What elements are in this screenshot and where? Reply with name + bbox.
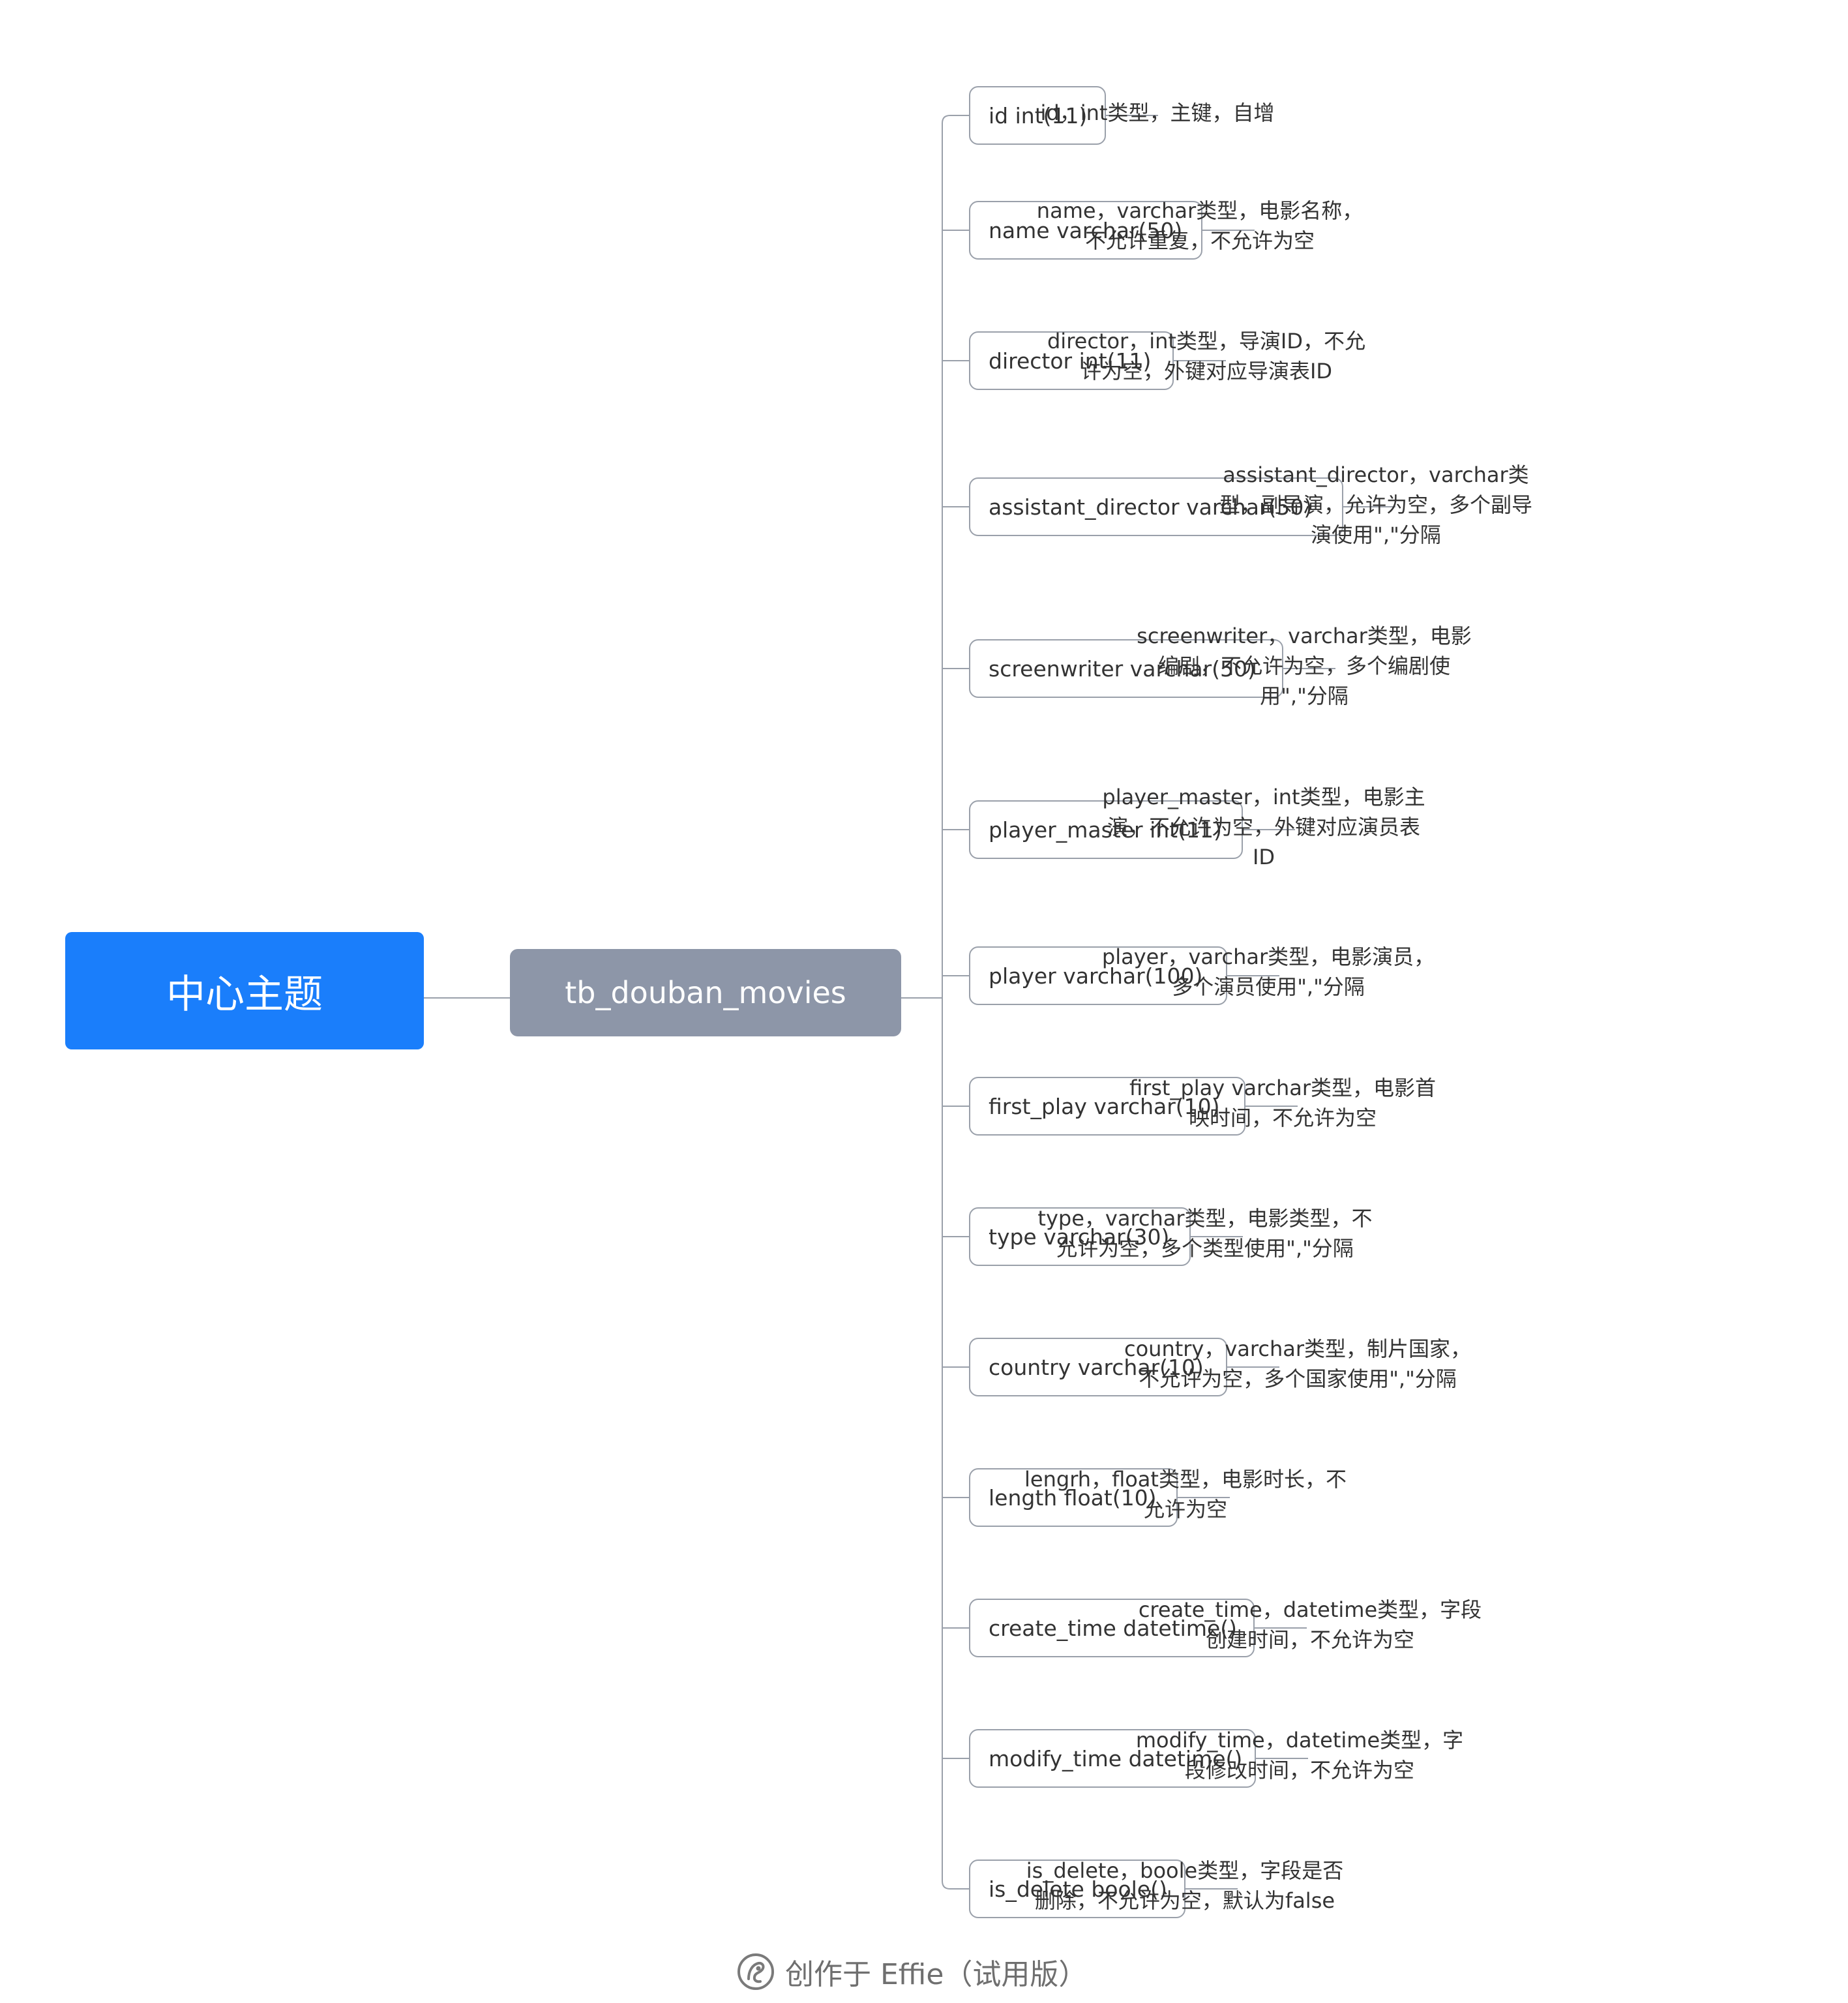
field-label: first_play varchar(10) bbox=[989, 1093, 1220, 1119]
field-node[interactable]: modify_time datetime() bbox=[969, 1729, 1256, 1788]
watermark-text: 创作于 Effie（试用版） bbox=[785, 1958, 1088, 1991]
field-note-line: director，int类型，导演ID，不允 bbox=[1047, 329, 1366, 354]
field-note-line: 编剧，不允许为空，多个编剧使 bbox=[1157, 654, 1451, 678]
field-note-line: first_play varchar类型，电影首 bbox=[1129, 1076, 1437, 1100]
field-note-line: id，int类型，主键，自增 bbox=[1040, 100, 1275, 125]
field-note: modify_time，datetime类型，字段修改时间，不允许为空 bbox=[1136, 1725, 1463, 1785]
field-note-line: 删除，不允许为空，默认为false bbox=[1034, 1888, 1335, 1913]
field-note: assistant_director，varchar类型，副导演，允许为空，多个… bbox=[1219, 460, 1532, 550]
field-note: type，varchar类型，电影类型，不允许为空，多个类型使用","分隔 bbox=[1037, 1203, 1372, 1263]
field-label: director int(11) bbox=[989, 348, 1152, 374]
field-note-line: 允许为空，多个类型使用","分隔 bbox=[1056, 1236, 1354, 1261]
field-note-line: 型，副导演，允许为空，多个副导 bbox=[1219, 492, 1533, 517]
field-note-line: name，varchar类型，电影名称， bbox=[1036, 198, 1364, 223]
field-node[interactable]: is_delete boole() bbox=[969, 1860, 1185, 1918]
field-note-line: player，varchar类型，电影演员， bbox=[1101, 944, 1435, 969]
field-note-line: 允许为空 bbox=[1143, 1497, 1228, 1522]
field-label: length float(10) bbox=[989, 1484, 1157, 1511]
field-note-line: modify_time，datetime类型，字 bbox=[1135, 1728, 1464, 1753]
field-note-line: country，varchar类型，制片国家， bbox=[1124, 1336, 1472, 1361]
field-label: player varchar(100) bbox=[989, 963, 1203, 989]
main-topic-label: tb_douban_movies bbox=[565, 975, 846, 1010]
field-note: first_play varchar类型，电影首映时间，不允许为空 bbox=[1129, 1073, 1436, 1133]
field-note-line: screenwriter，varchar类型，电影 bbox=[1137, 624, 1472, 648]
field-note: name，varchar类型，电影名称， 不允许重复，不允许为空 bbox=[1037, 196, 1363, 256]
field-note-line: 用","分隔 bbox=[1260, 684, 1349, 708]
field-note-line: ID bbox=[1252, 845, 1275, 869]
field-node[interactable]: screenwriter varchar(50) bbox=[969, 639, 1283, 698]
field-label: country varchar(10) bbox=[989, 1354, 1204, 1380]
central-topic-label: 中心主题 bbox=[166, 971, 323, 1017]
watermark: 创作于 Effie（试用版） bbox=[737, 1952, 1087, 1991]
field-label: assistant_director varchar(50) bbox=[989, 494, 1313, 520]
field-note: screenwriter，varchar类型，电影编剧，不允许为空，多个编剧使用… bbox=[1137, 621, 1472, 711]
field-node[interactable]: id int(11) bbox=[969, 86, 1106, 145]
field-note-line: lengrh，float类型，电影时长，不 bbox=[1024, 1467, 1347, 1492]
field-note: id，int类型，主键，自增 bbox=[1041, 98, 1275, 128]
field-label: modify_time datetime() bbox=[989, 1745, 1243, 1771]
effie-logo-icon bbox=[738, 1953, 774, 1990]
field-label: type varchar(30) bbox=[989, 1224, 1170, 1250]
field-label: is_delete boole() bbox=[989, 1876, 1167, 1902]
branch-connector bbox=[942, 1880, 969, 1890]
central-topic-node[interactable]: 中心主题 bbox=[65, 932, 424, 1049]
field-note: director，int类型，导演ID，不允许为空，外键对应导演表ID bbox=[1047, 326, 1365, 386]
field-note-line: type，varchar类型，电影类型，不 bbox=[1037, 1206, 1373, 1231]
field-label: id int(11) bbox=[989, 102, 1088, 128]
field-note-line: is_delete，boole类型，字段是否 bbox=[1026, 1858, 1344, 1883]
field-node[interactable]: player_master int(11) bbox=[969, 800, 1243, 859]
field-note: create_time，datetime类型，字段创建时间，不允许为空 bbox=[1139, 1595, 1482, 1655]
field-note: player_master，int类型，电影主演，不允许为空，外键对应演员表 ID bbox=[1102, 782, 1425, 872]
field-note: country，varchar类型，制片国家， 不允许为空，多个国家使用","分隔 bbox=[1124, 1334, 1471, 1394]
field-note-line: 许为空，外键对应导演表ID bbox=[1080, 359, 1333, 384]
field-node[interactable]: create_time datetime() bbox=[969, 1599, 1255, 1657]
field-note-line: create_time，datetime类型，字段 bbox=[1138, 1597, 1482, 1622]
field-node[interactable]: type varchar(30) bbox=[969, 1207, 1191, 1266]
field-note-line: player_master，int类型，电影主 bbox=[1102, 785, 1425, 809]
field-node[interactable]: first_play varchar(10) bbox=[969, 1077, 1245, 1136]
field-note: player，varchar类型，电影演员， 多个演员使用","分隔 bbox=[1102, 942, 1435, 1002]
field-label: create_time datetime() bbox=[989, 1615, 1238, 1641]
main-topic-node[interactable]: tb_douban_movies bbox=[510, 949, 901, 1036]
field-note: lengrh，float类型，电影时长，不允许为空 bbox=[1024, 1464, 1347, 1524]
field-note-line: 多个演员使用","分隔 bbox=[1172, 974, 1365, 999]
field-note-line: 不允许重复，不允许为空 bbox=[1084, 228, 1315, 253]
field-node[interactable]: country varchar(10) bbox=[969, 1338, 1227, 1396]
field-note-line: 映时间，不允许为空 bbox=[1188, 1106, 1377, 1130]
field-node[interactable]: assistant_director varchar(50) bbox=[969, 477, 1343, 536]
field-note-line: 创建时间，不允许为空 bbox=[1205, 1627, 1414, 1652]
field-node[interactable]: player varchar(100) bbox=[969, 946, 1227, 1005]
field-note-line: 演使用","分隔 bbox=[1311, 522, 1441, 547]
field-note: is_delete，boole类型，字段是否删除，不允许为空，默认为false bbox=[1026, 1856, 1343, 1916]
field-note-line: 段修改时间，不允许为空 bbox=[1184, 1758, 1415, 1783]
branch-connector bbox=[942, 115, 969, 124]
field-label: screenwriter varchar(50) bbox=[989, 655, 1256, 682]
field-node[interactable]: name varchar(50) bbox=[969, 201, 1202, 260]
field-note-line: 演，不允许为空，外键对应演员表 bbox=[1107, 815, 1421, 839]
field-node[interactable]: director int(11) bbox=[969, 331, 1174, 390]
field-node[interactable]: length float(10) bbox=[969, 1468, 1178, 1527]
field-label: name varchar(50) bbox=[989, 217, 1183, 243]
field-label: player_master int(11) bbox=[989, 817, 1222, 843]
field-note-line: assistant_director，varchar类 bbox=[1223, 462, 1529, 487]
field-note-line: 不允许为空，多个国家使用","分隔 bbox=[1139, 1366, 1457, 1391]
